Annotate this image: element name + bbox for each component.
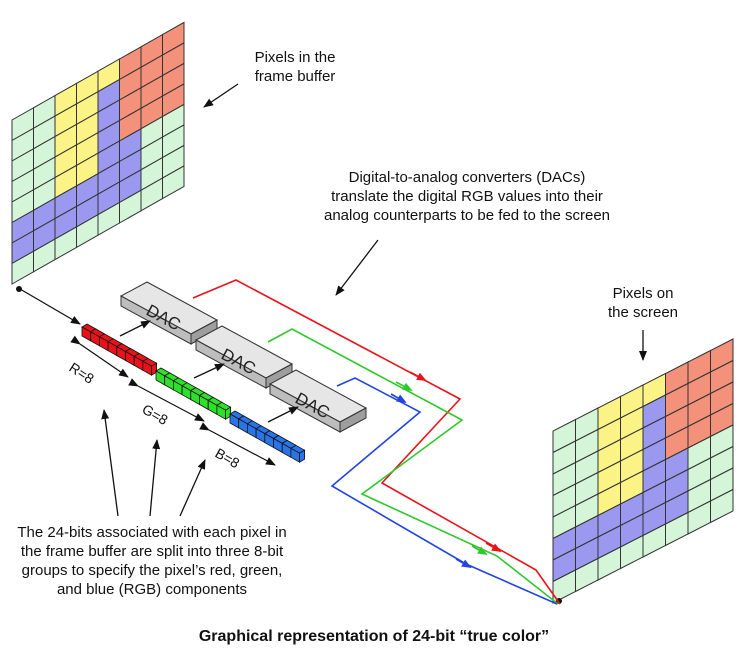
figure-caption: Graphical representation of 24-bit “true… [198, 628, 550, 645]
red-dimension-line [70, 335, 129, 378]
dac-label-arrow [335, 239, 379, 296]
frame-buffer-label-line: frame buffer [254, 68, 336, 85]
green-dimension-line [128, 378, 205, 422]
pixel-cell [162, 165, 185, 200]
blue-bits-to-dac-arrow [267, 406, 299, 423]
screen-label: Pixels on the screen [578, 284, 708, 322]
dac-box: DAC [194, 325, 294, 389]
blue-bit-count-label: B=8 [213, 445, 243, 472]
pixel-to-red-bits-arrow [19, 288, 81, 325]
dac-box: DAC [119, 281, 219, 345]
dac-description-line: Digital-to-analog converters (DACs) [348, 169, 586, 186]
green-bit-count-label: G=8 [140, 401, 171, 428]
red-signal-arrow [409, 371, 427, 381]
bit-bar-red [81, 323, 158, 376]
green-signal-arrow [471, 545, 488, 555]
bit-count-labels: R=8 G=8 B=8 [66, 359, 242, 471]
screen-label-line: the screen [607, 304, 679, 321]
bits-text-arrow-left [101, 409, 119, 517]
green-signal-line [267, 328, 559, 605]
screen-pixel-grid [552, 338, 734, 604]
green-bits-to-dac-arrow [193, 363, 225, 379]
signal-arrowheads [390, 371, 502, 568]
frame-buffer-grid [11, 21, 185, 292]
blue-dimension-line [199, 422, 276, 466]
red-signal-line [192, 279, 561, 605]
pixel-cell [710, 488, 734, 524]
frame-buffer-label-line: Pixels in the [254, 49, 336, 66]
dac-description-line: analog counterparts to be fed to the scr… [323, 207, 611, 224]
red-bits-to-dac-arrow [119, 320, 151, 337]
screen-label-line: Pixels on [612, 285, 674, 302]
dac-description-label: Digital-to-analog converters (DACs) tran… [272, 168, 662, 225]
bits-description-label: The 24-bits associated with each pixel i… [2, 523, 302, 599]
signal-paths [192, 279, 561, 605]
blue-signal-arrow [390, 393, 407, 403]
bits-description-line: the frame buffer are split into three 8-… [20, 543, 284, 560]
bits-text-arrow-right [179, 459, 206, 517]
red-bit-count-label: R=8 [66, 359, 97, 387]
bits-description-line: The 24-bits associated with each pixel i… [17, 524, 287, 541]
red-signal-arrow [485, 542, 502, 552]
bit-cell [299, 449, 306, 463]
bits-description-line: groups to specify the pixel’s red, green… [21, 562, 283, 579]
blue-signal-arrow [455, 558, 472, 568]
annotation-arrows [19, 83, 647, 517]
bit-bar-blue [229, 410, 306, 463]
frame-buffer-label: Pixels in the frame buffer [220, 48, 370, 86]
frame-buffer-label-arrow [203, 83, 239, 108]
bits-description-line: and blue (RGB) components [56, 581, 248, 598]
blue-signal-line [330, 377, 558, 605]
bit-dimension-lines [70, 335, 276, 466]
green-signal-arrow [395, 381, 413, 391]
dac-description-line: translate the digital RGB values into th… [331, 188, 603, 205]
frame-buffer-pixel-dot [16, 286, 22, 292]
bits-text-arrow-middle [149, 439, 161, 517]
